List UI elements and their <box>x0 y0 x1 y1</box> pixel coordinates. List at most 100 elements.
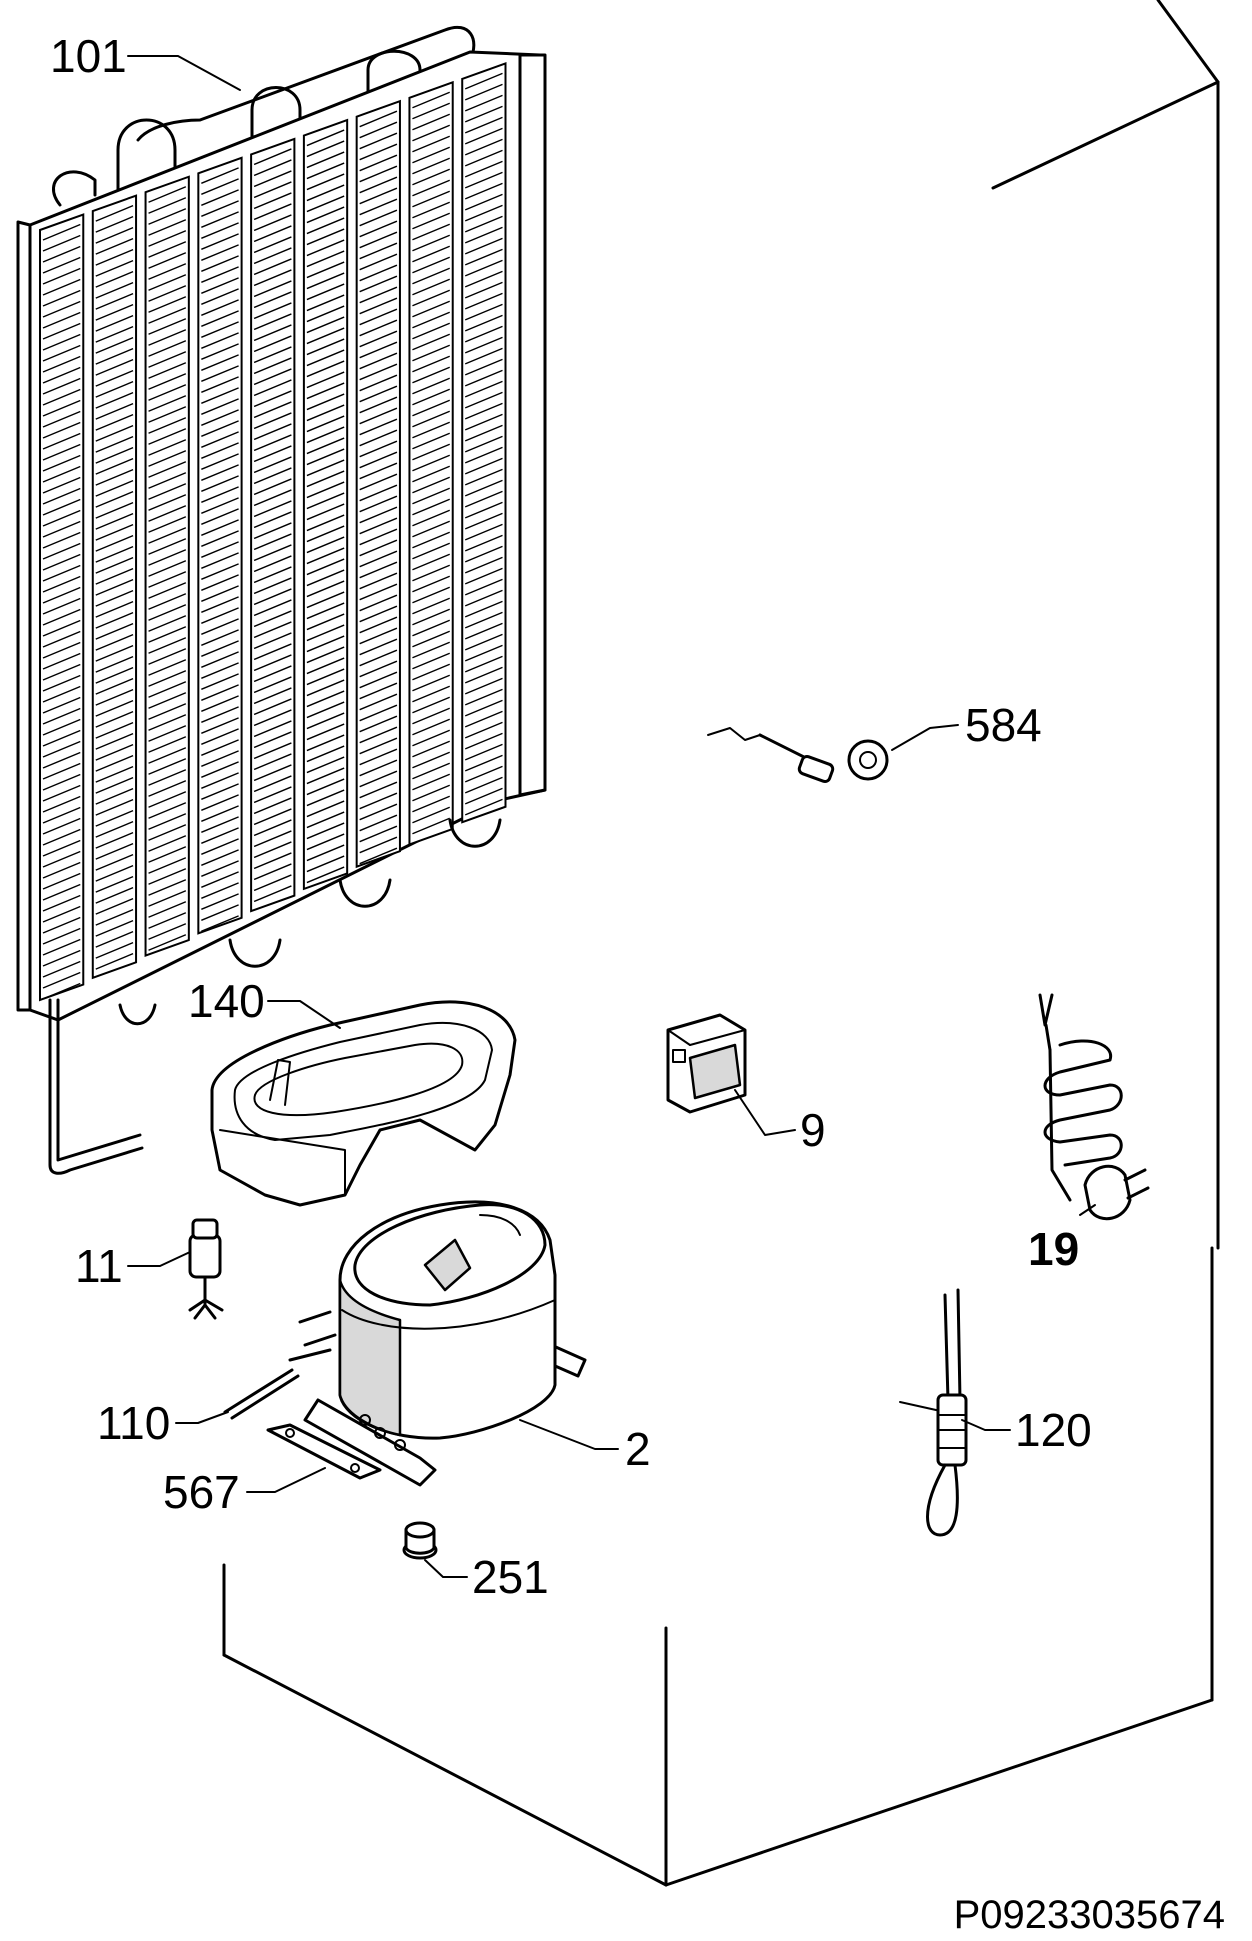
fin-line <box>42 289 81 307</box>
fin-line <box>42 817 81 835</box>
fin-line <box>464 490 503 508</box>
fin-line <box>201 255 239 272</box>
fin-line <box>42 410 81 428</box>
fin-line <box>464 446 503 464</box>
fin-line <box>95 501 134 519</box>
fin-line <box>95 633 134 651</box>
fin-line <box>95 435 134 453</box>
fin-line <box>95 622 134 640</box>
fin-line <box>412 674 450 692</box>
fin-line <box>412 179 450 197</box>
fin-line <box>148 527 187 544</box>
fin-line <box>95 864 134 882</box>
fin-line <box>359 363 398 381</box>
fin-line <box>464 193 503 211</box>
fin-line <box>42 861 81 879</box>
fin-line <box>253 313 292 331</box>
fin-line <box>95 567 134 585</box>
condenser-fins <box>39 61 507 1002</box>
fin-line <box>148 813 187 830</box>
fin-line <box>201 376 239 393</box>
fin-line <box>359 847 398 865</box>
fin-line <box>42 828 81 846</box>
fin-line <box>148 351 187 368</box>
fin-line <box>95 281 134 299</box>
fin-line <box>148 703 187 720</box>
fin-line <box>42 531 81 549</box>
fin-line <box>95 270 134 288</box>
fin-line <box>412 663 450 681</box>
fin-line <box>359 572 398 590</box>
fin-line <box>95 446 134 464</box>
fin-line <box>201 475 239 492</box>
fin-line <box>359 803 398 821</box>
fin-line <box>201 409 239 426</box>
fin-line <box>95 754 134 772</box>
fin-line <box>95 578 134 596</box>
fin-line <box>95 732 134 750</box>
fin-line <box>306 866 345 884</box>
fin-line <box>464 424 503 442</box>
fin-line <box>148 604 187 621</box>
fin-line <box>148 373 187 390</box>
fin-line <box>306 723 345 741</box>
fin-line <box>306 217 345 235</box>
fin-line <box>359 242 398 260</box>
fin-line <box>201 706 239 723</box>
fin-line <box>42 949 81 967</box>
callout-9: 9 <box>800 1104 826 1156</box>
fin-line <box>201 508 239 525</box>
fin-line <box>95 886 134 904</box>
condenser-part <box>16 25 547 1175</box>
fin-line <box>42 608 81 626</box>
fin-line <box>412 223 450 241</box>
fin-line <box>464 369 503 387</box>
fin-line <box>306 701 345 719</box>
fin-line <box>95 468 134 486</box>
fin-line <box>359 330 398 348</box>
fin-line <box>464 710 503 728</box>
fin-line <box>148 868 187 885</box>
fin-line <box>306 415 345 433</box>
relay-part <box>666 1013 747 1114</box>
fin-line <box>148 890 187 907</box>
fin-line <box>95 743 134 761</box>
fin-line <box>148 549 187 566</box>
fin-line <box>201 827 239 844</box>
fin-line <box>412 267 450 285</box>
fin-line <box>201 530 239 547</box>
fin-line <box>201 354 239 371</box>
callout-140: 140 <box>188 975 265 1027</box>
dryer-filter-part <box>188 1218 224 1320</box>
fin-line <box>464 138 503 156</box>
fin-line <box>359 715 398 733</box>
fin-line <box>306 690 345 708</box>
fin-line <box>306 503 345 521</box>
fin-line <box>412 366 450 384</box>
fin-line <box>359 627 398 645</box>
fin-line <box>306 811 345 829</box>
fin-line <box>253 775 292 793</box>
fin-line <box>253 555 292 573</box>
fin-line <box>42 652 81 670</box>
fin-line <box>95 490 134 508</box>
fin-line <box>95 721 134 739</box>
fin-line <box>359 748 398 766</box>
fin-line <box>253 819 292 837</box>
fin-line <box>201 860 239 877</box>
fin-line <box>42 784 81 802</box>
callout-labels: 101 584 140 9 19 11 110 2 567 120 251 <box>50 30 1092 1603</box>
fin-line <box>95 380 134 398</box>
fin-line <box>95 534 134 552</box>
fin-line <box>306 239 345 257</box>
fin-line <box>42 344 81 362</box>
fin-line <box>359 220 398 238</box>
fin-line <box>359 473 398 491</box>
fin-line <box>42 575 81 593</box>
fin-line <box>148 274 187 291</box>
fin-line <box>306 833 345 851</box>
fin-line <box>464 644 503 662</box>
fin-line <box>412 410 450 428</box>
fin-line <box>412 146 450 164</box>
fin-line <box>359 649 398 667</box>
